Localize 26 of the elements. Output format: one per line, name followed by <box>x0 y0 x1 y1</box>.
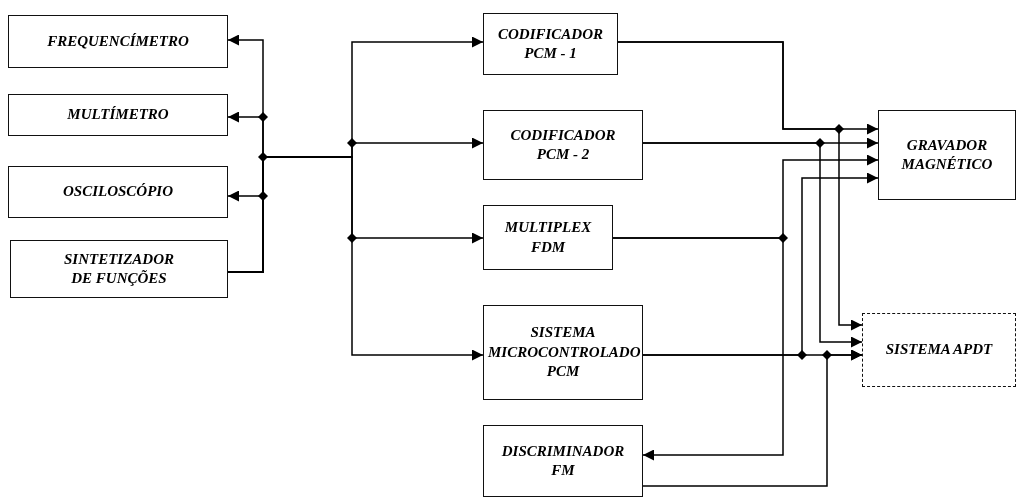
block-label: OSCILOSCÓPIO <box>63 182 173 202</box>
block-box <box>878 110 1016 200</box>
block-label: SISTEMA APDT <box>885 340 993 360</box>
block-box <box>483 425 643 497</box>
block-box <box>10 240 228 298</box>
connector-arrow <box>612 237 784 461</box>
block-box <box>483 110 643 180</box>
block-box <box>8 94 228 136</box>
block-label: GRAVADOR MAGNÉTICO <box>900 135 994 174</box>
connector-arrow <box>642 349 863 487</box>
block-label: SINTETIZADOR DE FUNÇÕES <box>63 249 175 288</box>
block-box <box>483 305 643 400</box>
block-box <box>8 166 228 218</box>
block-label: FREQUENCÍMETRO <box>47 31 189 51</box>
block-label: SISTEMA MICROCONTROLADO PCM <box>488 323 638 382</box>
connector-arrow <box>617 41 863 331</box>
block-box <box>483 205 613 270</box>
block-label: DISCRIMINADOR FM <box>500 441 626 480</box>
block-label: MULTIPLEX FDM <box>503 218 593 257</box>
block-box <box>862 313 1016 387</box>
block-box <box>483 13 618 75</box>
block-label: CODIFICADOR PCM - 1 <box>497 24 604 63</box>
block-label: CODIFICADOR PCM - 2 <box>509 125 617 164</box>
block-box <box>8 15 228 68</box>
connector-arrow <box>642 142 863 348</box>
block-label: MULTÍMETRO <box>67 105 169 125</box>
